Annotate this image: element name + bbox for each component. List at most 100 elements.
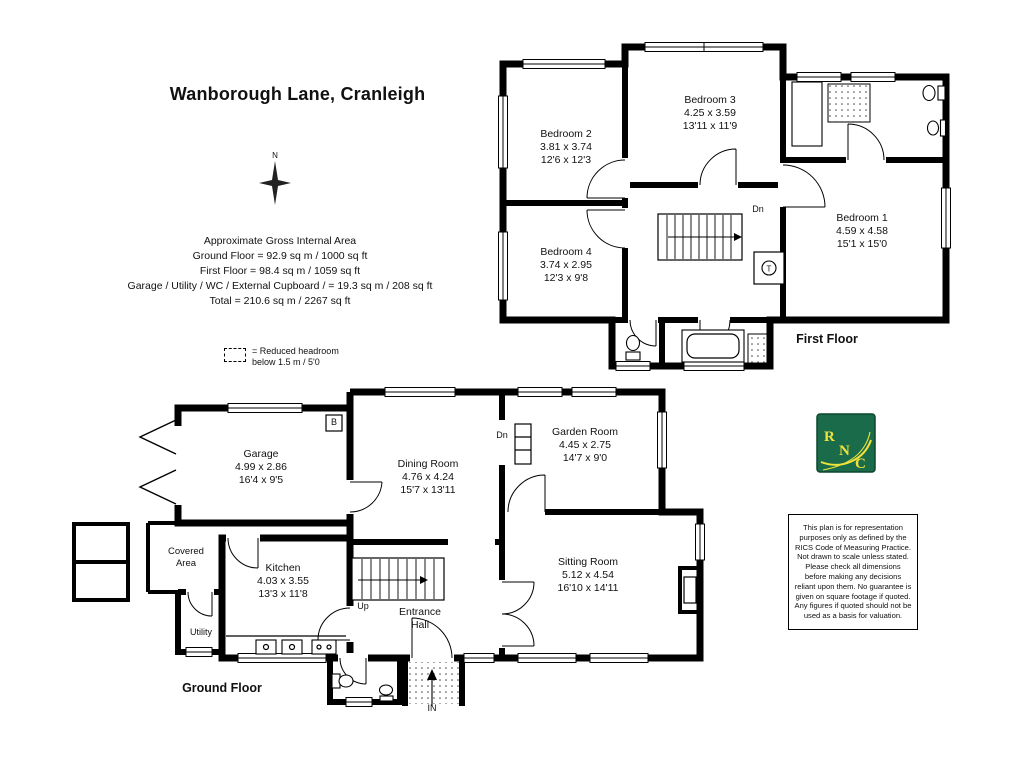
room-label-bedroom-3: Bedroom 3 4.25 x 3.59 13'11 x 11'9 <box>664 94 756 133</box>
toilet-icon <box>625 334 641 352</box>
ground-floor-plan <box>72 387 705 707</box>
sink-icon <box>255 639 277 655</box>
first-floor-windows <box>498 42 951 371</box>
external-cupboard <box>72 560 130 602</box>
first-floor-label: First Floor <box>796 332 858 346</box>
room-name: Kitchen <box>265 562 301 574</box>
hob-icon <box>311 639 337 655</box>
room-label-utility: Utility <box>190 627 212 637</box>
sink-icon <box>281 639 303 655</box>
room-name: Bedroom 2 <box>540 128 592 140</box>
room-label-entrance-hall: Entrance Hall <box>395 606 445 632</box>
room-label-kitchen: Kitchen 4.03 x 3.55 13'3 x 11'8 <box>237 562 329 601</box>
room-name: Entrance <box>398 606 442 618</box>
room-dim-metric: 4.76 x 4.24 <box>402 471 454 483</box>
room-dim-imperial: 13'3 x 11'8 <box>258 588 308 600</box>
first-floor-fixtures: T <box>625 81 947 365</box>
entry-arrow-icon <box>427 669 437 680</box>
room-label-garage: Garage 4.99 x 2.86 16'4 x 9'5 <box>215 448 307 487</box>
room-label-bedroom-1: Bedroom 1 4.59 x 4.58 15'1 x 15'0 <box>816 212 908 251</box>
area-summary-line: Garage / Utility / WC / External Cupboar… <box>127 280 433 292</box>
ground-floor-walls <box>72 388 704 706</box>
area-summary: Approximate Gross Internal Area Ground F… <box>55 234 505 309</box>
room-label-dining-room: Dining Room 4.76 x 4.24 15'7 x 13'11 <box>382 458 474 497</box>
porch-floor <box>408 662 460 704</box>
reduced-headroom-swatch <box>224 348 246 362</box>
room-dim-metric: 4.59 x 4.58 <box>836 225 888 237</box>
room-dim-imperial: 16'4 x 9'5 <box>238 474 284 486</box>
ground-floor-windows <box>185 387 705 707</box>
toilet-icon <box>922 84 936 102</box>
compass-north-label: N <box>272 151 278 160</box>
area-summary-line: Ground Floor = 92.9 sq m / 1000 sq ft <box>192 250 368 262</box>
room-name: Garage <box>243 448 279 460</box>
ground-floor-stairs <box>351 557 445 601</box>
entry-in-label: IN <box>427 703 437 713</box>
room-name: Dining Room <box>397 458 459 470</box>
external-cupboard <box>72 522 130 564</box>
room-name: Covered <box>168 546 204 557</box>
shower-icon <box>747 333 769 365</box>
legend-line-2: below 1.5 m / 5'0 <box>252 357 320 367</box>
area-summary-line: First Floor = 98.4 sq m / 1059 sq ft <box>199 265 361 277</box>
room-dim-metric: 4.99 x 2.86 <box>235 461 287 473</box>
first-floor-door-gaps <box>620 155 886 325</box>
room-dim-metric: 4.25 x 3.59 <box>684 107 736 119</box>
fireplace <box>678 566 700 614</box>
disclaimer-box: This plan is for representation purposes… <box>788 514 918 630</box>
room-name: Bedroom 1 <box>836 212 888 224</box>
room-name: Hall <box>410 619 430 631</box>
room-name: Garden Room <box>552 426 618 438</box>
page-title: Wanborough Lane, Cranleigh <box>169 84 426 104</box>
bath-icon <box>681 329 745 363</box>
first-floor-stairs <box>657 213 743 261</box>
room-name: Sitting Room <box>557 556 619 568</box>
area-summary-heading: Approximate Gross Internal Area <box>203 235 357 247</box>
room-dim-imperial: 14'7 x 9'0 <box>562 452 608 464</box>
room-dim-imperial: 15'1 x 15'0 <box>836 238 888 250</box>
room-label-sitting-room: Sitting Room 5.12 x 4.54 16'10 x 14'11 <box>542 556 634 595</box>
legend-line-1: = Reduced headroom <box>252 346 339 356</box>
room-dim-metric: 4.03 x 3.55 <box>257 575 309 587</box>
logo-letter-r: R <box>824 429 835 445</box>
ground-floor-label: Ground Floor <box>182 681 262 695</box>
room-dim-metric: 3.81 x 3.74 <box>540 141 592 153</box>
ground-floor-door-gaps <box>186 480 454 663</box>
room-dim-imperial: 15'7 x 13'11 <box>400 484 456 496</box>
room-dim-imperial: 16'10 x 14'11 <box>557 582 619 594</box>
room-dim-imperial: 13'11 x 11'9 <box>682 120 738 132</box>
room-label-garden-room: Garden Room 4.45 x 2.75 14'7 x 9'0 <box>539 426 631 465</box>
compass-icon: N <box>259 151 291 205</box>
room-dim-imperial: 12'3 x 9'8 <box>543 272 589 284</box>
garage-doors <box>138 419 177 505</box>
legend-text: = Reduced headroom below 1.5 m / 5'0 <box>252 346 339 368</box>
room-dim-metric: 3.74 x 2.95 <box>540 259 592 271</box>
room-dim-metric: 4.45 x 2.75 <box>559 439 611 451</box>
airing-cupboard <box>791 81 823 147</box>
sink-icon <box>378 684 394 696</box>
room-name: Bedroom 3 <box>684 94 736 106</box>
tank-circle <box>761 260 777 276</box>
sink-icon <box>926 120 940 136</box>
shower-icon <box>827 83 871 123</box>
step-down <box>514 423 532 465</box>
first-floor-plan: T <box>498 42 951 371</box>
stairs-up-label: Up <box>357 601 369 611</box>
room-name: Bedroom 4 <box>540 246 592 258</box>
room-label-bedroom-4: Bedroom 4 3.74 x 2.95 12'3 x 9'8 <box>520 246 612 285</box>
logo-letter-c: C <box>855 456 866 472</box>
room-name: Area <box>175 558 197 569</box>
tank-label: T <box>767 265 772 274</box>
boiler-label: B <box>330 417 337 427</box>
room-label-covered-area: Covered Area <box>160 546 212 570</box>
toilet-icon <box>338 674 354 688</box>
ground-floor-fixtures <box>226 414 532 706</box>
room-dim-imperial: 12'6 x 12'3 <box>540 154 592 166</box>
room-label-bedroom-2: Bedroom 2 3.81 x 3.74 12'6 x 12'3 <box>520 128 612 167</box>
step-down-label: Dn <box>496 430 508 440</box>
logo-letter-n: N <box>839 443 850 459</box>
boiler-box <box>325 414 343 432</box>
room-dim-metric: 5.12 x 4.54 <box>562 569 614 581</box>
